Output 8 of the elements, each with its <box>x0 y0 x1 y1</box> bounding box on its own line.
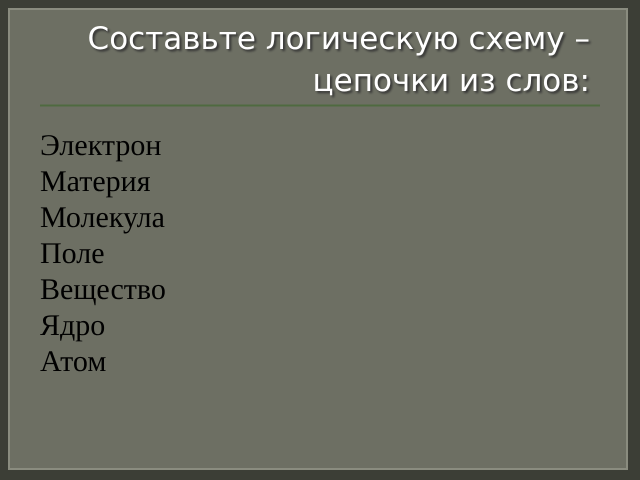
list-item: Атом <box>40 344 106 380</box>
list-item: Электрон <box>40 128 162 164</box>
list-item: Поле <box>40 236 105 272</box>
list-item: Молекула <box>40 200 165 236</box>
slide-title: Составьте логическую схему – цепочки из слов: <box>86 20 590 101</box>
list-item: Материя <box>40 164 150 200</box>
list-item: Вещество <box>40 272 166 308</box>
list-item: Ядро <box>40 308 106 344</box>
